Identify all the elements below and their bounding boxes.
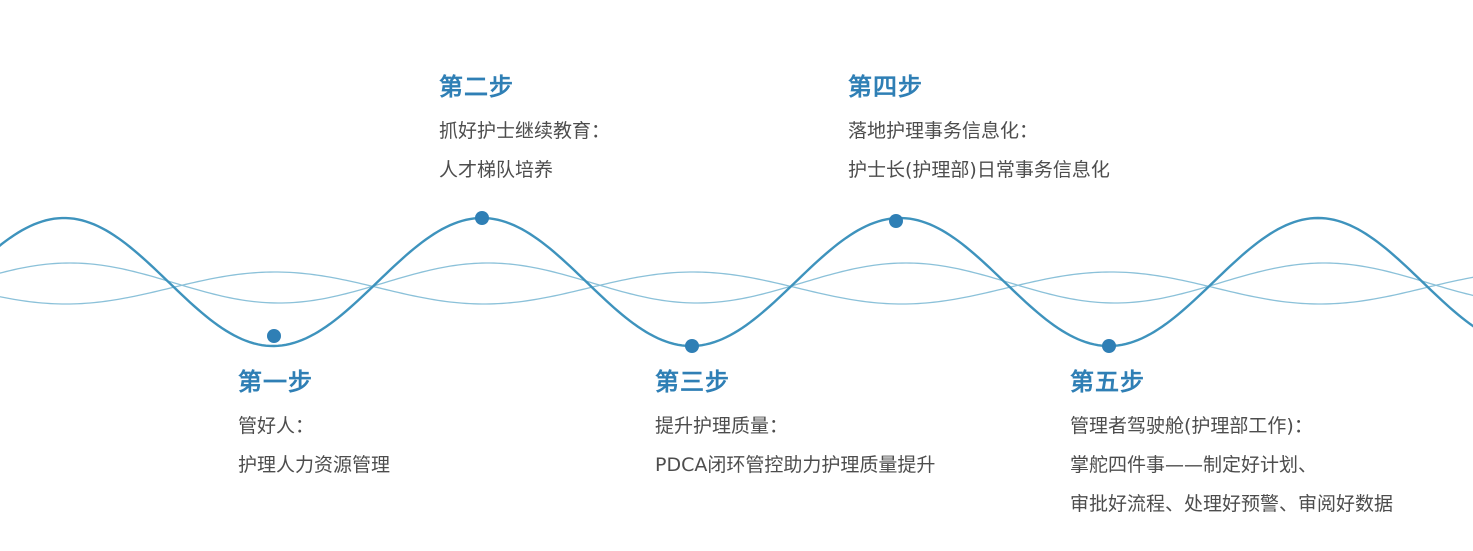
step-1-title: 第一步 bbox=[238, 368, 313, 396]
step-2-line-1: 抓好护士继续教育： bbox=[439, 120, 611, 142]
step-5-title: 第五步 bbox=[1070, 368, 1145, 396]
step-4-line-1: 落地护理事务信息化： bbox=[848, 120, 1039, 142]
main-wave bbox=[0, 216, 1473, 348]
step-5-marker-dot bbox=[1102, 339, 1116, 353]
step-4-marker-dot bbox=[889, 214, 903, 228]
step-4-line-2: 护士长(护理部)日常事务信息化 bbox=[848, 159, 1110, 181]
step-3-block: 第三步 提升护理质量： PDCA闭环管控助力护理质量提升 bbox=[655, 367, 935, 485]
step-2-line-2: 人才梯队培养 bbox=[439, 159, 554, 181]
step-1-line-2: 护理人力资源管理 bbox=[238, 454, 391, 476]
step-3-line-2: PDCA闭环管控助力护理质量提升 bbox=[655, 454, 936, 476]
step-5-block: 第五步 管理者驾驶舱(护理部工作)： 掌舵四件事——制定好计划、 审批好流程、处… bbox=[1070, 367, 1393, 524]
step-2-block: 第二步 抓好护士继续教育： 人才梯队培养 bbox=[439, 72, 610, 190]
step-3-line-1: 提升护理质量： bbox=[655, 415, 789, 437]
step-1-block: 第一步 管好人： 护理人力资源管理 bbox=[238, 367, 390, 485]
step-3-marker-dot bbox=[685, 339, 699, 353]
step-2-title: 第二步 bbox=[439, 73, 514, 101]
step-3-title: 第三步 bbox=[655, 368, 730, 396]
step-1-marker-dot bbox=[267, 329, 281, 343]
thin-wave-b bbox=[0, 271, 1473, 305]
step-5-line-1: 管理者驾驶舱(护理部工作)： bbox=[1070, 415, 1313, 437]
step-2-marker-dot bbox=[475, 211, 489, 225]
step-5-line-2: 掌舵四件事——制定好计划、 bbox=[1070, 454, 1318, 476]
step-5-line-3: 审批好流程、处理好预警、审阅好数据 bbox=[1070, 493, 1394, 515]
step-4-title: 第四步 bbox=[848, 73, 923, 101]
step-4-block: 第四步 落地护理事务信息化： 护士长(护理部)日常事务信息化 bbox=[848, 72, 1110, 190]
thin-wave-a bbox=[0, 262, 1473, 304]
step-1-line-1: 管好人： bbox=[238, 415, 315, 437]
